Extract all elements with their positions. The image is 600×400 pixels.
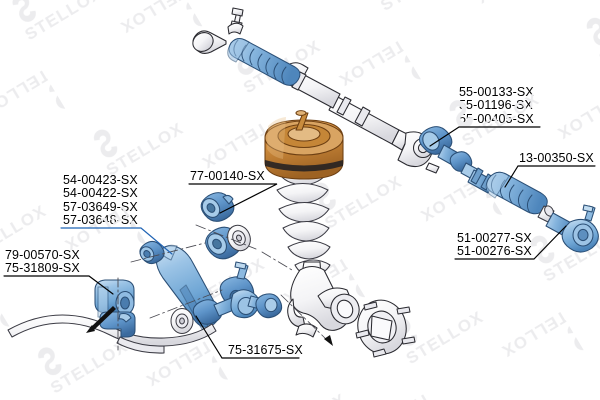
leader-stabilizer-bushing (3, 275, 114, 295)
leader-outer-tie-rod (454, 225, 567, 260)
knuckle-arrow-head (324, 335, 333, 346)
stabilizer-link-assembly (192, 289, 283, 325)
strut-top-mount (264, 110, 344, 180)
upper-steering-bellows-boot (227, 38, 301, 86)
upper-tie-rod-end (192, 7, 244, 54)
inner-tie-rod-axial-joint (418, 126, 478, 180)
outer-tie-rod-end (545, 204, 599, 253)
assembly-axis-lines (130, 224, 293, 319)
assembly-arrow-stabilizer (86, 306, 116, 333)
stabilizer-bar-bushing-bracket (94, 279, 136, 338)
assembly-arrow-knuckle (280, 294, 330, 343)
leader-steering-boot (504, 165, 596, 188)
leader-inner-tie-rod (429, 126, 541, 147)
steering-rack-bellows-boot (485, 171, 548, 215)
wheel-hub (355, 299, 416, 358)
leader-stabilizer-link (195, 315, 300, 359)
stabilizer-link-washer (170, 308, 194, 334)
leader-arm-bushing (188, 183, 278, 214)
leader-control-arm-group (60, 227, 173, 255)
rear-arm-bushing (200, 192, 235, 222)
